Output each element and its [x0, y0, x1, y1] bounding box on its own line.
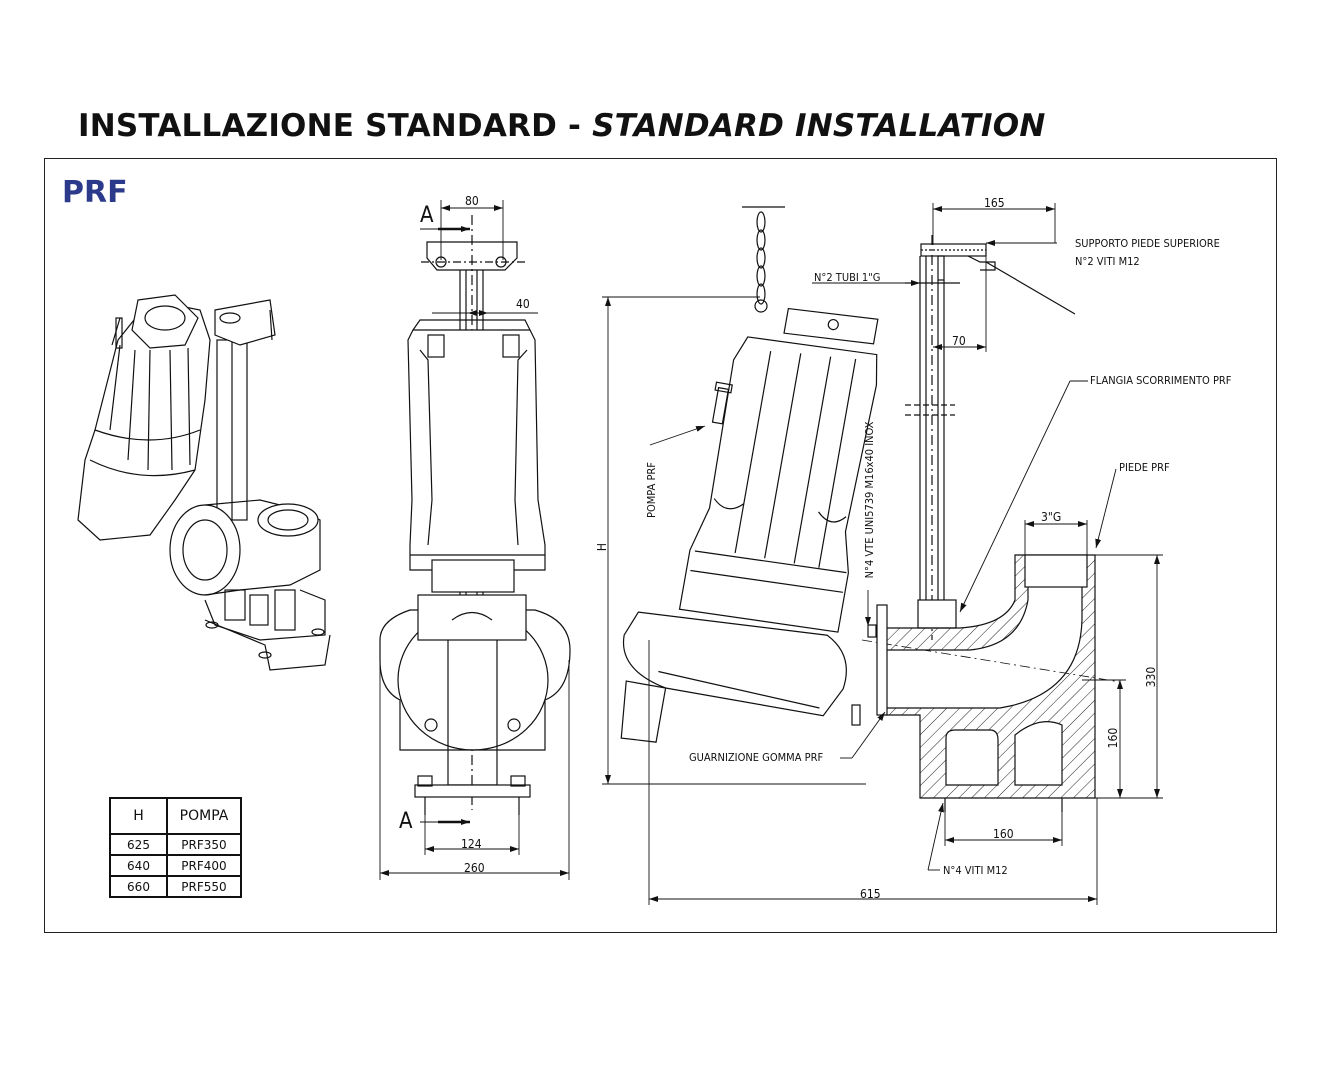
dim-pipe-offset-label: 70	[952, 334, 966, 348]
table-cell-h: 660	[109, 875, 168, 898]
label-upper-support: SUPPORTO PIEDE SUPERIORE	[1075, 237, 1220, 250]
table-cell-pompa: PRF550	[166, 875, 242, 898]
title-english: STANDARD INSTALLATION	[592, 108, 1046, 144]
drawing-frame	[44, 158, 1277, 933]
dim-outlet-label: 3"G	[1041, 510, 1061, 524]
label-pump: POMPA PRF	[645, 462, 658, 518]
series-label: PRF	[62, 175, 128, 210]
table-header-row: H POMPA	[109, 797, 242, 835]
table-row: 640 PRF400	[109, 854, 242, 877]
label-foot: PIEDE PRF	[1119, 461, 1170, 474]
title-italian: INSTALLAZIONE STANDARD -	[78, 108, 582, 144]
table-cell-h: 625	[109, 833, 168, 856]
dim-guide-label: 40	[516, 297, 530, 311]
table-row: 625 PRF350	[109, 833, 242, 856]
page-title: INSTALLAZIONE STANDARD - STANDARD INSTAL…	[78, 108, 1045, 144]
pump-side	[620, 307, 879, 743]
label-bolts-vertical: N°4 VTE UNI5739 M16x40 INOX	[863, 421, 876, 578]
label-foot-screws: N°4 VITI M12	[943, 864, 1008, 877]
dim-foot-height-label: 330	[1144, 667, 1158, 688]
guide-rails-side	[905, 235, 1076, 640]
label-flange: FLANGIA SCORRIMENTO PRF	[1090, 374, 1232, 387]
table-row: 660 PRF550	[109, 875, 242, 898]
table-cell-pompa: PRF400	[166, 854, 242, 877]
front-view-dimensions	[379, 200, 570, 880]
isometric-view	[77, 294, 331, 671]
dim-outlet-height-label: 160	[1106, 728, 1120, 749]
dim-width-label: 260	[464, 861, 485, 875]
table-header-h: H	[109, 797, 168, 835]
model-table: H POMPA 625 PRF350 640 PRF400 660 PRF550	[109, 797, 242, 898]
lifting-chain	[742, 206, 785, 313]
dim-bolt-spacing-label: 160	[993, 827, 1014, 841]
label-upper-screws: N°2 VITI M12	[1075, 255, 1140, 268]
label-gasket: GUARNIZIONE GOMMA PRF	[689, 751, 823, 764]
section-mark-top: A	[420, 203, 434, 228]
dim-base-label: 124	[461, 837, 482, 851]
table-cell-pompa: PRF350	[166, 833, 242, 856]
label-tubes: N°2 TUBI 1"G	[814, 271, 880, 284]
section-mark-bottom: A	[399, 809, 413, 834]
front-view	[379, 215, 571, 815]
dim-height-label: H	[595, 543, 609, 551]
dim-top-label: 80	[465, 194, 479, 208]
table-cell-h: 640	[109, 854, 168, 877]
dim-total-length-label: 615	[860, 887, 881, 901]
table-header-pompa: POMPA	[166, 797, 242, 835]
side-view-dimensions	[602, 203, 1163, 905]
dim-rail-offset-label: 165	[984, 196, 1005, 210]
foot-section	[851, 554, 1121, 812]
